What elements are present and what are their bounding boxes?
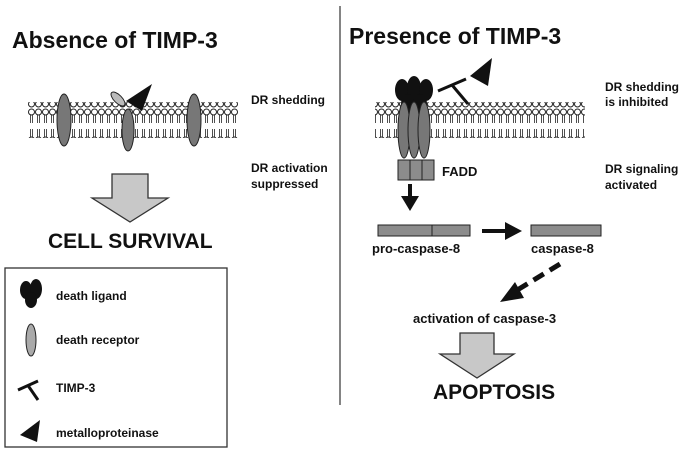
fadd-to-procaspase-arrowhead (401, 196, 419, 211)
right-panel: Presence of TIMP-3 FADD D (349, 23, 679, 404)
legend-box (4, 267, 228, 448)
caspase-8-bar (530, 224, 602, 237)
procaspase-to-caspase-arrowhead (505, 222, 522, 240)
survival-block-arrow (89, 173, 171, 223)
death-receptor-trimer (397, 101, 431, 159)
metalloproteinase-icon (20, 420, 40, 442)
death-ligand-icon (20, 279, 42, 308)
fadd-complex (397, 159, 435, 181)
left-panel: Absence of TIMP-3 DR shedding DR activat… (12, 27, 328, 253)
dr-signaling-label: DR signaling (605, 162, 678, 176)
dr-activation-label: DR activation (251, 161, 328, 175)
timp3-icon (437, 77, 470, 105)
left-panel-title: Absence of TIMP-3 (12, 27, 218, 53)
right-panel-title: Presence of TIMP-3 (349, 23, 561, 49)
death-receptor-icon (25, 323, 37, 357)
dr-shedding-inhibited-label-line2: is inhibited (605, 95, 668, 109)
procaspase-8-bar (377, 224, 471, 237)
apoptosis-outcome: APOPTOSIS (433, 381, 555, 404)
procaspase-8-label: pro-caspase-8 (372, 241, 460, 256)
metalloproteinase-icon (126, 84, 152, 111)
apoptosis-block-arrow (437, 332, 517, 379)
caspase-3-activation-label: activation of caspase-3 (413, 311, 556, 326)
fadd-label: FADD (442, 164, 477, 179)
legend-label-death-ligand: death ligand (56, 289, 127, 303)
dr-activation-label-line2: suppressed (251, 177, 318, 191)
legend-label-timp3: TIMP-3 (56, 381, 96, 395)
cleaved-death-receptor-icon (121, 108, 135, 152)
caspase8-to-caspase3-arrowhead (500, 282, 524, 302)
legend-label-death-receptor: death receptor (56, 333, 140, 347)
death-receptor-icon (56, 93, 72, 147)
dr-shedding-inhibited-label: DR shedding (605, 80, 679, 94)
shed-receptor-fragment-icon (110, 91, 126, 107)
legend-label-metalloproteinase: metalloproteinase (56, 426, 159, 440)
caspase-8-label: caspase-8 (531, 241, 594, 256)
timp3-icon (17, 379, 40, 401)
dr-signaling-label-line2: activated (605, 178, 657, 192)
death-receptor-icon (186, 93, 202, 147)
metalloproteinase-icon (470, 58, 492, 86)
legend: death ligand death receptor TIMP-3 metal… (4, 267, 228, 448)
caspase8-to-caspase3-arrow (512, 261, 562, 295)
cell-survival-outcome: CELL SURVIVAL (48, 230, 213, 253)
dr-shedding-label: DR shedding (251, 93, 325, 107)
